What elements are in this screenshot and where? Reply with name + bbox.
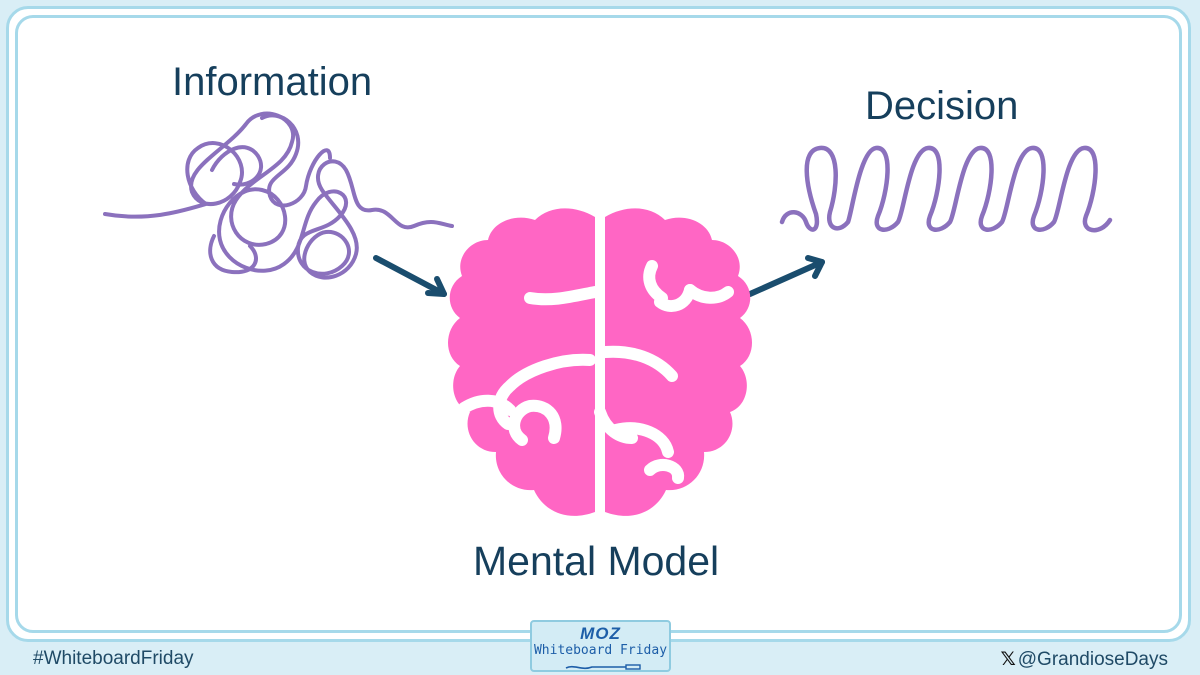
mental-model-label: Mental Model — [473, 538, 720, 584]
handle-text: @GrandioseDays — [1017, 649, 1168, 670]
whiteboard-friday-badge: MOZ Whiteboard Friday — [530, 620, 671, 672]
hashtag-link[interactable]: #WhiteboardFriday — [33, 648, 194, 669]
arrow-icon — [373, 255, 447, 297]
arrow-icon — [747, 255, 825, 297]
decision-label: Decision — [865, 84, 1019, 128]
tangle-icon — [103, 111, 454, 280]
series-title: Whiteboard Friday — [533, 643, 668, 658]
whiteboard-panel — [15, 15, 1182, 633]
x-logo-icon: 𝕏 — [1000, 649, 1016, 670]
information-label: Information — [172, 60, 373, 104]
brain-icon — [448, 208, 752, 516]
moz-logo: MOZ — [580, 624, 621, 643]
social-handle[interactable]: 𝕏@GrandioseDays — [1000, 648, 1168, 671]
coil-icon — [779, 145, 1113, 233]
marker-underline-icon — [565, 664, 641, 670]
